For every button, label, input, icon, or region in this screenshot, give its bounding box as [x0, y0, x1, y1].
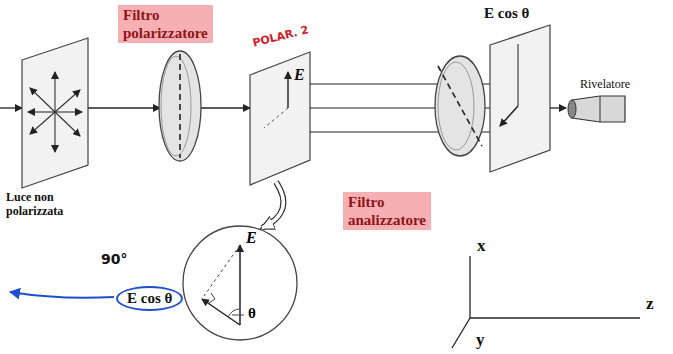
source-label: Luce non polarizzata [6, 191, 86, 219]
inset-circle: Eθ [182, 225, 298, 341]
axis-label: x [477, 236, 486, 256]
polarized-plane [250, 52, 310, 185]
filter-label-band: Filtro polarizzatore [118, 5, 213, 43]
inset-arrow-fill [262, 182, 283, 228]
node-text: θ [248, 305, 256, 322]
projection-line [264, 108, 288, 128]
analyzer-axis [438, 66, 482, 146]
angle-label: 90° [101, 251, 127, 267]
filter-label-band: Filtro analizzatore [343, 192, 431, 230]
inset-drawing [182, 225, 298, 341]
optical-axis [200, 107, 250, 108]
incoming-ray [0, 107, 22, 108]
outgoing-ray [550, 107, 566, 108]
detector-icon [568, 96, 625, 122]
field-label: E [294, 66, 305, 84]
unpolarized-plane [22, 38, 88, 188]
e-field-vector [287, 72, 288, 108]
field-label: E cos θ [484, 5, 529, 22]
axis-label: z [646, 294, 654, 314]
optical-axis [88, 107, 160, 108]
random-field-vectors [28, 72, 82, 152]
node-text: Filtro analizzatore [348, 193, 426, 229]
annotation-arrow [10, 292, 114, 298]
polarizer-axis [179, 54, 181, 158]
node-text: E [246, 229, 257, 247]
axis-mark [518, 44, 519, 106]
polarizer-rim [161, 56, 191, 156]
node-text: Filtro polarizzatore [123, 6, 208, 42]
detector-label: Rivelatore [580, 77, 630, 92]
node-text: E cos θ [127, 290, 172, 307]
highlight-oval: E cos θ [116, 286, 183, 311]
handwritten-note: POLAR. 2 [251, 23, 310, 49]
inset-arrow [262, 182, 283, 228]
analyzer-lens [435, 56, 485, 156]
transmitted-vector [500, 106, 518, 126]
axis-label: y [476, 330, 485, 350]
polarizer-lens [159, 51, 201, 161]
analyzed-plane [490, 25, 550, 172]
